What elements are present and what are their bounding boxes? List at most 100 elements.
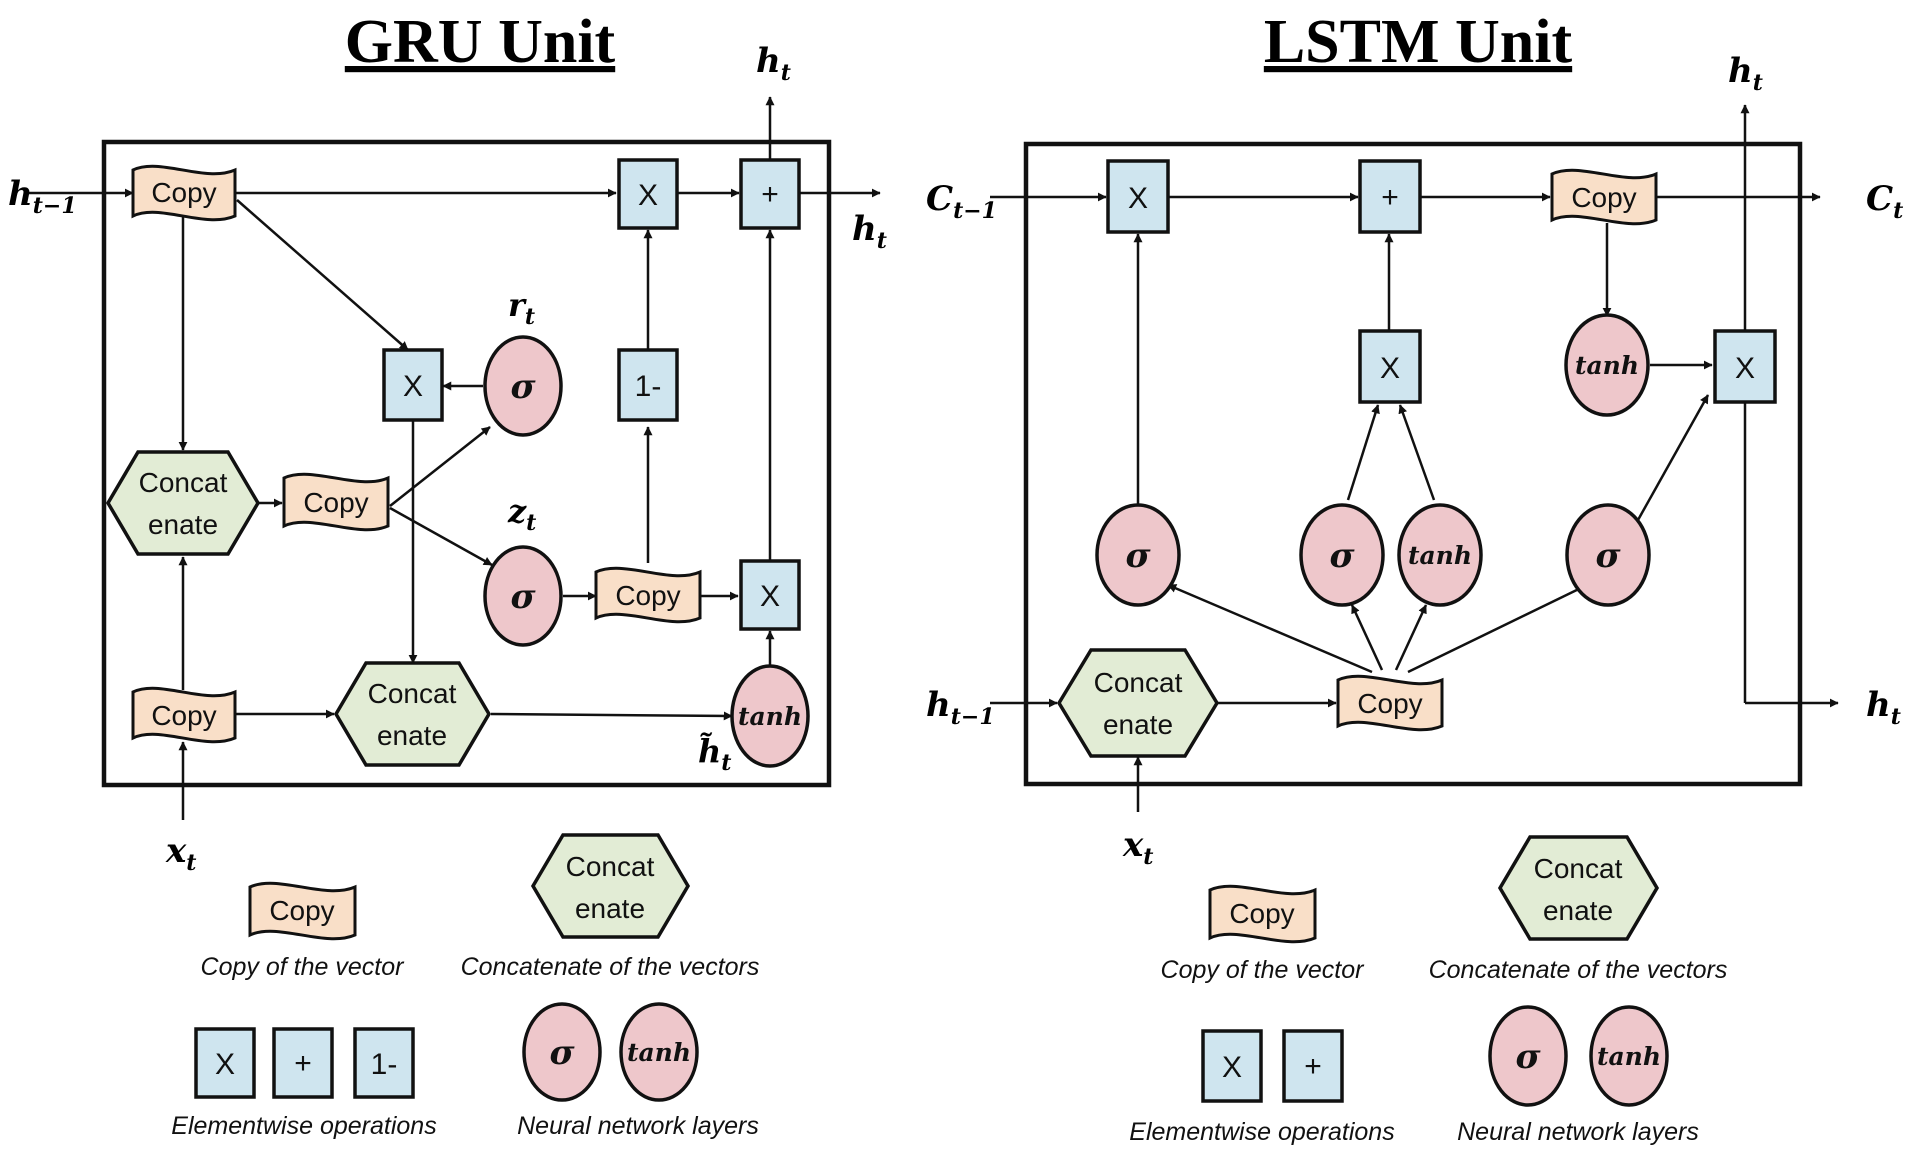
gru-legend-concat: Concat enate <box>530 833 691 939</box>
gru-copy-label: Copy <box>151 177 216 208</box>
svg-text:1-: 1- <box>371 1048 398 1081</box>
lstm-cell-tanh-layer: tanh <box>1564 313 1650 417</box>
svg-text:σ: σ <box>549 1033 575 1073</box>
gru-r-label: rt <box>508 286 535 330</box>
gru-panel: GRU Unit <box>8 8 887 1140</box>
svg-text:Copy: Copy <box>1229 898 1294 929</box>
svg-text:X: X <box>1222 1051 1242 1084</box>
svg-text:Concat: Concat <box>1534 853 1623 884</box>
lstm-legend: Copy Copy of the vector Concat enate Con… <box>1129 835 1728 1146</box>
gru-one-minus-node: 1- <box>617 348 679 422</box>
gru-legend-mult: X <box>194 1027 256 1099</box>
gru-legend-sigma: σ <box>522 1002 602 1102</box>
lstm-input-sigma-layer: σ <box>1299 503 1385 607</box>
lstm-output-mult-node: X <box>1713 329 1777 404</box>
gru-mult-node: X <box>617 158 679 230</box>
lstm-output-sigma-layer: σ <box>1565 503 1651 607</box>
lstm-connections <box>990 104 1839 812</box>
gru-concat-node: Concat enate <box>105 450 261 556</box>
gru-legend: Copy Copy of the vector Concat enate Con… <box>171 833 760 1140</box>
gru-h-tilde-label: h̃t <box>698 732 731 776</box>
lstm-concat-node: Concat enate <box>1056 648 1220 758</box>
lstm-concat-label-1: Concat <box>1094 667 1183 698</box>
lstm-copy-label: Copy <box>1571 182 1636 213</box>
lstm-legend-copy-caption: Copy of the vector <box>1161 956 1366 984</box>
gru-frame <box>101 139 832 788</box>
svg-text:+: + <box>294 1047 312 1080</box>
lstm-legend-tanh: tanh <box>1589 1005 1669 1107</box>
gru-plus-node: + <box>739 158 801 230</box>
gru-h-prev-label: ht−1 <box>8 174 77 219</box>
gru-copy-label: Copy <box>151 700 216 731</box>
lstm-forget-sigma-layer: σ <box>1095 503 1181 607</box>
lstm-legend-layers-caption: Neural network layers <box>1457 1118 1699 1146</box>
gru-connections <box>28 96 881 820</box>
lstm-legend-concat: Concat enate <box>1497 835 1660 941</box>
svg-text:Copy: Copy <box>269 895 334 926</box>
svg-text:X: X <box>403 370 423 403</box>
lstm-c-prev-label: Ct−1 <box>926 179 997 224</box>
lstm-legend-mult: X <box>1201 1029 1263 1103</box>
lstm-h-prev-label: ht−1 <box>926 685 995 730</box>
svg-text:σ: σ <box>1595 536 1621 576</box>
svg-text:+: + <box>1304 1050 1322 1083</box>
svg-text:Concat: Concat <box>566 851 655 882</box>
svg-text:tanh: tanh <box>1597 1042 1661 1071</box>
lstm-c-label: Ct <box>1866 179 1903 224</box>
svg-text:tanh: tanh <box>627 1038 691 1067</box>
svg-text:X: X <box>1128 182 1148 215</box>
lstm-legend-copy: Copy <box>1208 884 1317 944</box>
svg-text:σ: σ <box>1329 536 1355 576</box>
gru-legend-tanh: tanh <box>619 1002 699 1102</box>
gru-sigma-layer: σ <box>483 335 563 437</box>
svg-text:X: X <box>638 179 658 212</box>
gru-legend-ops-caption: Elementwise operations <box>171 1112 436 1140</box>
lstm-legend-concat-caption: Concatenate of the vectors <box>1429 956 1728 984</box>
svg-text:X: X <box>1735 352 1755 385</box>
gru-legend-copy-caption: Copy of the vector <box>201 953 406 981</box>
lstm-forget-mult-node: X <box>1106 159 1170 234</box>
gru-concat-label-2: enate <box>377 720 447 751</box>
gru-sigma-layer: σ <box>483 545 563 647</box>
lstm-copy-node: Copy <box>1550 168 1658 226</box>
svg-text:σ: σ <box>510 577 536 617</box>
gru-concat-label-1: Concat <box>368 678 457 709</box>
gru-copy-label: Copy <box>303 487 368 518</box>
gru-copy-node: Copy <box>282 472 390 532</box>
svg-text:X: X <box>760 580 780 613</box>
gru-copy-node: Copy <box>594 566 702 624</box>
svg-text:enate: enate <box>1543 895 1613 926</box>
lstm-title: LSTM Unit <box>1264 8 1573 76</box>
svg-text:tanh: tanh <box>1408 541 1472 570</box>
gru-z-label: zt <box>507 492 536 536</box>
gru-legend-concat-caption: Concatenate of the vectors <box>461 953 760 981</box>
gru-mult-node: X <box>382 348 444 422</box>
lstm-input-mult-node: X <box>1358 329 1422 404</box>
svg-text:1-: 1- <box>635 370 662 403</box>
svg-text:X: X <box>1380 352 1400 385</box>
gru-tanh-layer: tanh <box>730 664 810 768</box>
gru-legend-layers-caption: Neural network layers <box>517 1112 759 1140</box>
gru-concat-label-2: enate <box>148 509 218 540</box>
gru-copy-node: Copy <box>131 686 237 744</box>
lstm-copy-node: Copy <box>1336 674 1444 732</box>
gru-concat-node: Concat enate <box>333 661 492 767</box>
gru-title: GRU Unit <box>345 8 616 76</box>
gru-mult-node: X <box>739 559 801 631</box>
svg-text:X: X <box>215 1048 235 1081</box>
svg-text:tanh: tanh <box>738 702 802 731</box>
lstm-legend-plus: + <box>1282 1029 1344 1103</box>
lstm-copy-label: Copy <box>1357 688 1422 719</box>
gru-copy-label: Copy <box>615 580 680 611</box>
gru-h-top-label: ht <box>756 41 791 86</box>
gru-concat-label-1: Concat <box>139 467 228 498</box>
svg-text:σ: σ <box>510 367 536 407</box>
lstm-legend-sigma: σ <box>1488 1005 1568 1107</box>
gru-h-right-label: ht <box>852 209 887 254</box>
lstm-panel: LSTM Unit <box>926 8 1903 1146</box>
lstm-h-right-label: ht <box>1866 685 1901 730</box>
gru-x-label: xt <box>165 831 196 876</box>
lstm-legend-ops-caption: Elementwise operations <box>1129 1118 1394 1146</box>
lstm-x-label: xt <box>1122 825 1153 870</box>
